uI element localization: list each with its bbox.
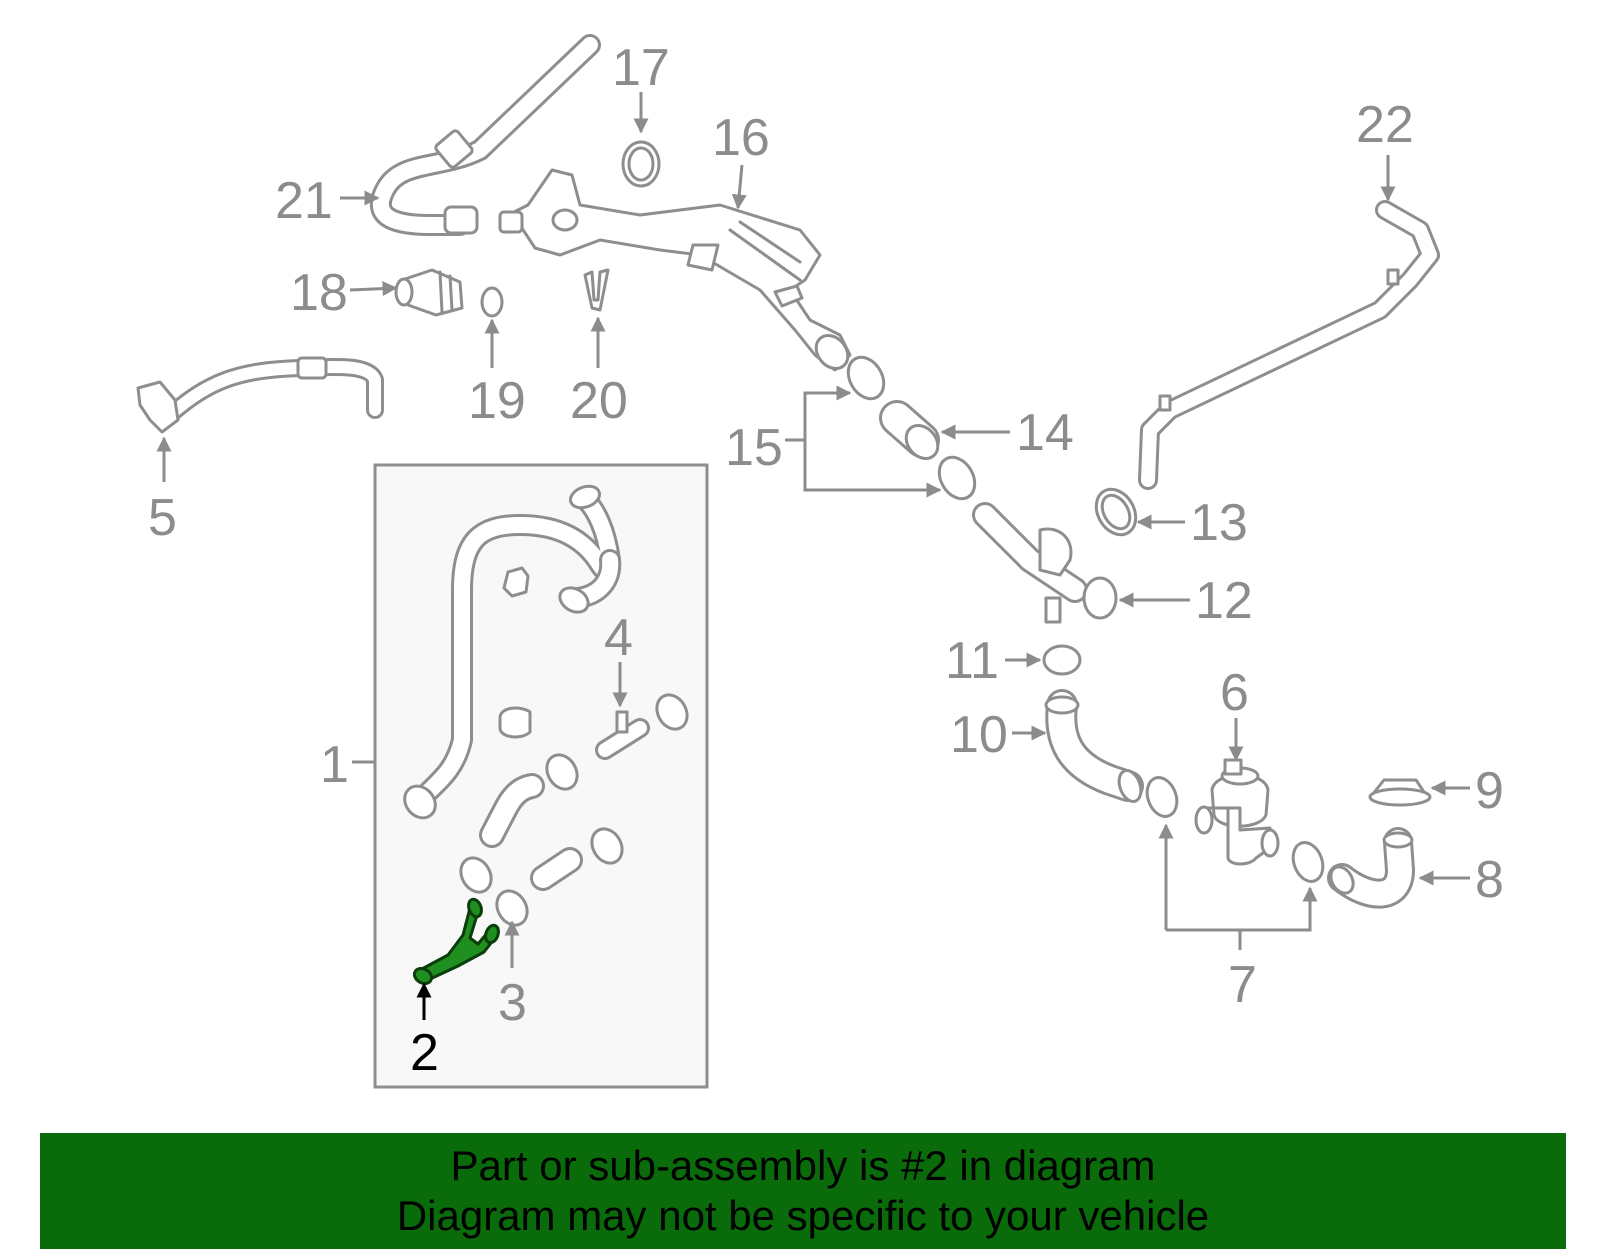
subassembly-main-hose — [403, 484, 622, 820]
callout-13: 13 — [1190, 494, 1248, 552]
callout-8: 8 — [1475, 851, 1504, 909]
callout-6: 6 — [1220, 664, 1249, 722]
callout-15: 15 — [725, 419, 783, 477]
callout-9: 9 — [1475, 762, 1504, 820]
part-22-pipe — [1138, 200, 1440, 490]
callout-16: 16 — [712, 109, 770, 167]
part-6-valve — [1194, 758, 1280, 866]
part-7-clamps — [1145, 776, 1325, 883]
part-10-hose — [1044, 689, 1144, 803]
part-8-elbow-hose — [1327, 827, 1415, 909]
tee-connector — [595, 710, 650, 760]
notice-banner: Part or sub-assembly is #2 in diagram Di… — [40, 1133, 1566, 1249]
callout-5: 5 — [148, 489, 177, 547]
subassembly-short-hose — [479, 773, 545, 848]
callout-1: 1 — [320, 736, 349, 794]
subassembly-connector-tube — [530, 847, 583, 891]
callout-18: 18 — [290, 264, 348, 322]
callout-11: 11 — [945, 632, 999, 690]
part-14-sleeve — [879, 400, 940, 460]
callout-21: 21 — [275, 172, 333, 230]
callout-labels: 1 2 3 4 5 6 7 8 9 10 11 12 13 14 15 16 1… — [148, 39, 1504, 1082]
part-15-clamps — [846, 355, 977, 501]
callout-19: 19 — [468, 372, 526, 430]
callout-22: 22 — [1356, 96, 1414, 154]
callout-4: 4 — [604, 609, 633, 667]
part-9-cap — [1368, 778, 1432, 807]
part-5-hose — [136, 356, 384, 434]
part-18-fitting — [394, 268, 464, 317]
part-13-o-ring — [1094, 487, 1138, 537]
part-11-clamp — [1042, 644, 1082, 676]
callout-3: 3 — [498, 974, 527, 1032]
banner-line-2: Diagram may not be specific to your vehi… — [396, 1192, 1210, 1239]
part-19-ring — [480, 286, 504, 318]
y-connector-highlighted — [412, 897, 500, 986]
subassembly-clamps — [459, 693, 689, 927]
callout-2: 2 — [410, 1024, 439, 1082]
callout-20: 20 — [570, 372, 628, 430]
callout-17: 17 — [612, 39, 670, 97]
part-16-pipe — [498, 168, 852, 372]
callout-7: 7 — [1228, 956, 1257, 1014]
callout-10: 10 — [950, 706, 1008, 764]
part-20-clip — [583, 268, 610, 312]
callout-14: 14 — [1016, 404, 1074, 462]
part-12-outlet — [972, 502, 1118, 624]
part-17-o-ring — [621, 140, 661, 188]
leader-lines — [156, 92, 1470, 1020]
banner-line-1: Part or sub-assembly is #2 in diagram — [450, 1142, 1156, 1189]
part-21-hose — [369, 34, 601, 236]
callout-12: 12 — [1195, 572, 1253, 630]
